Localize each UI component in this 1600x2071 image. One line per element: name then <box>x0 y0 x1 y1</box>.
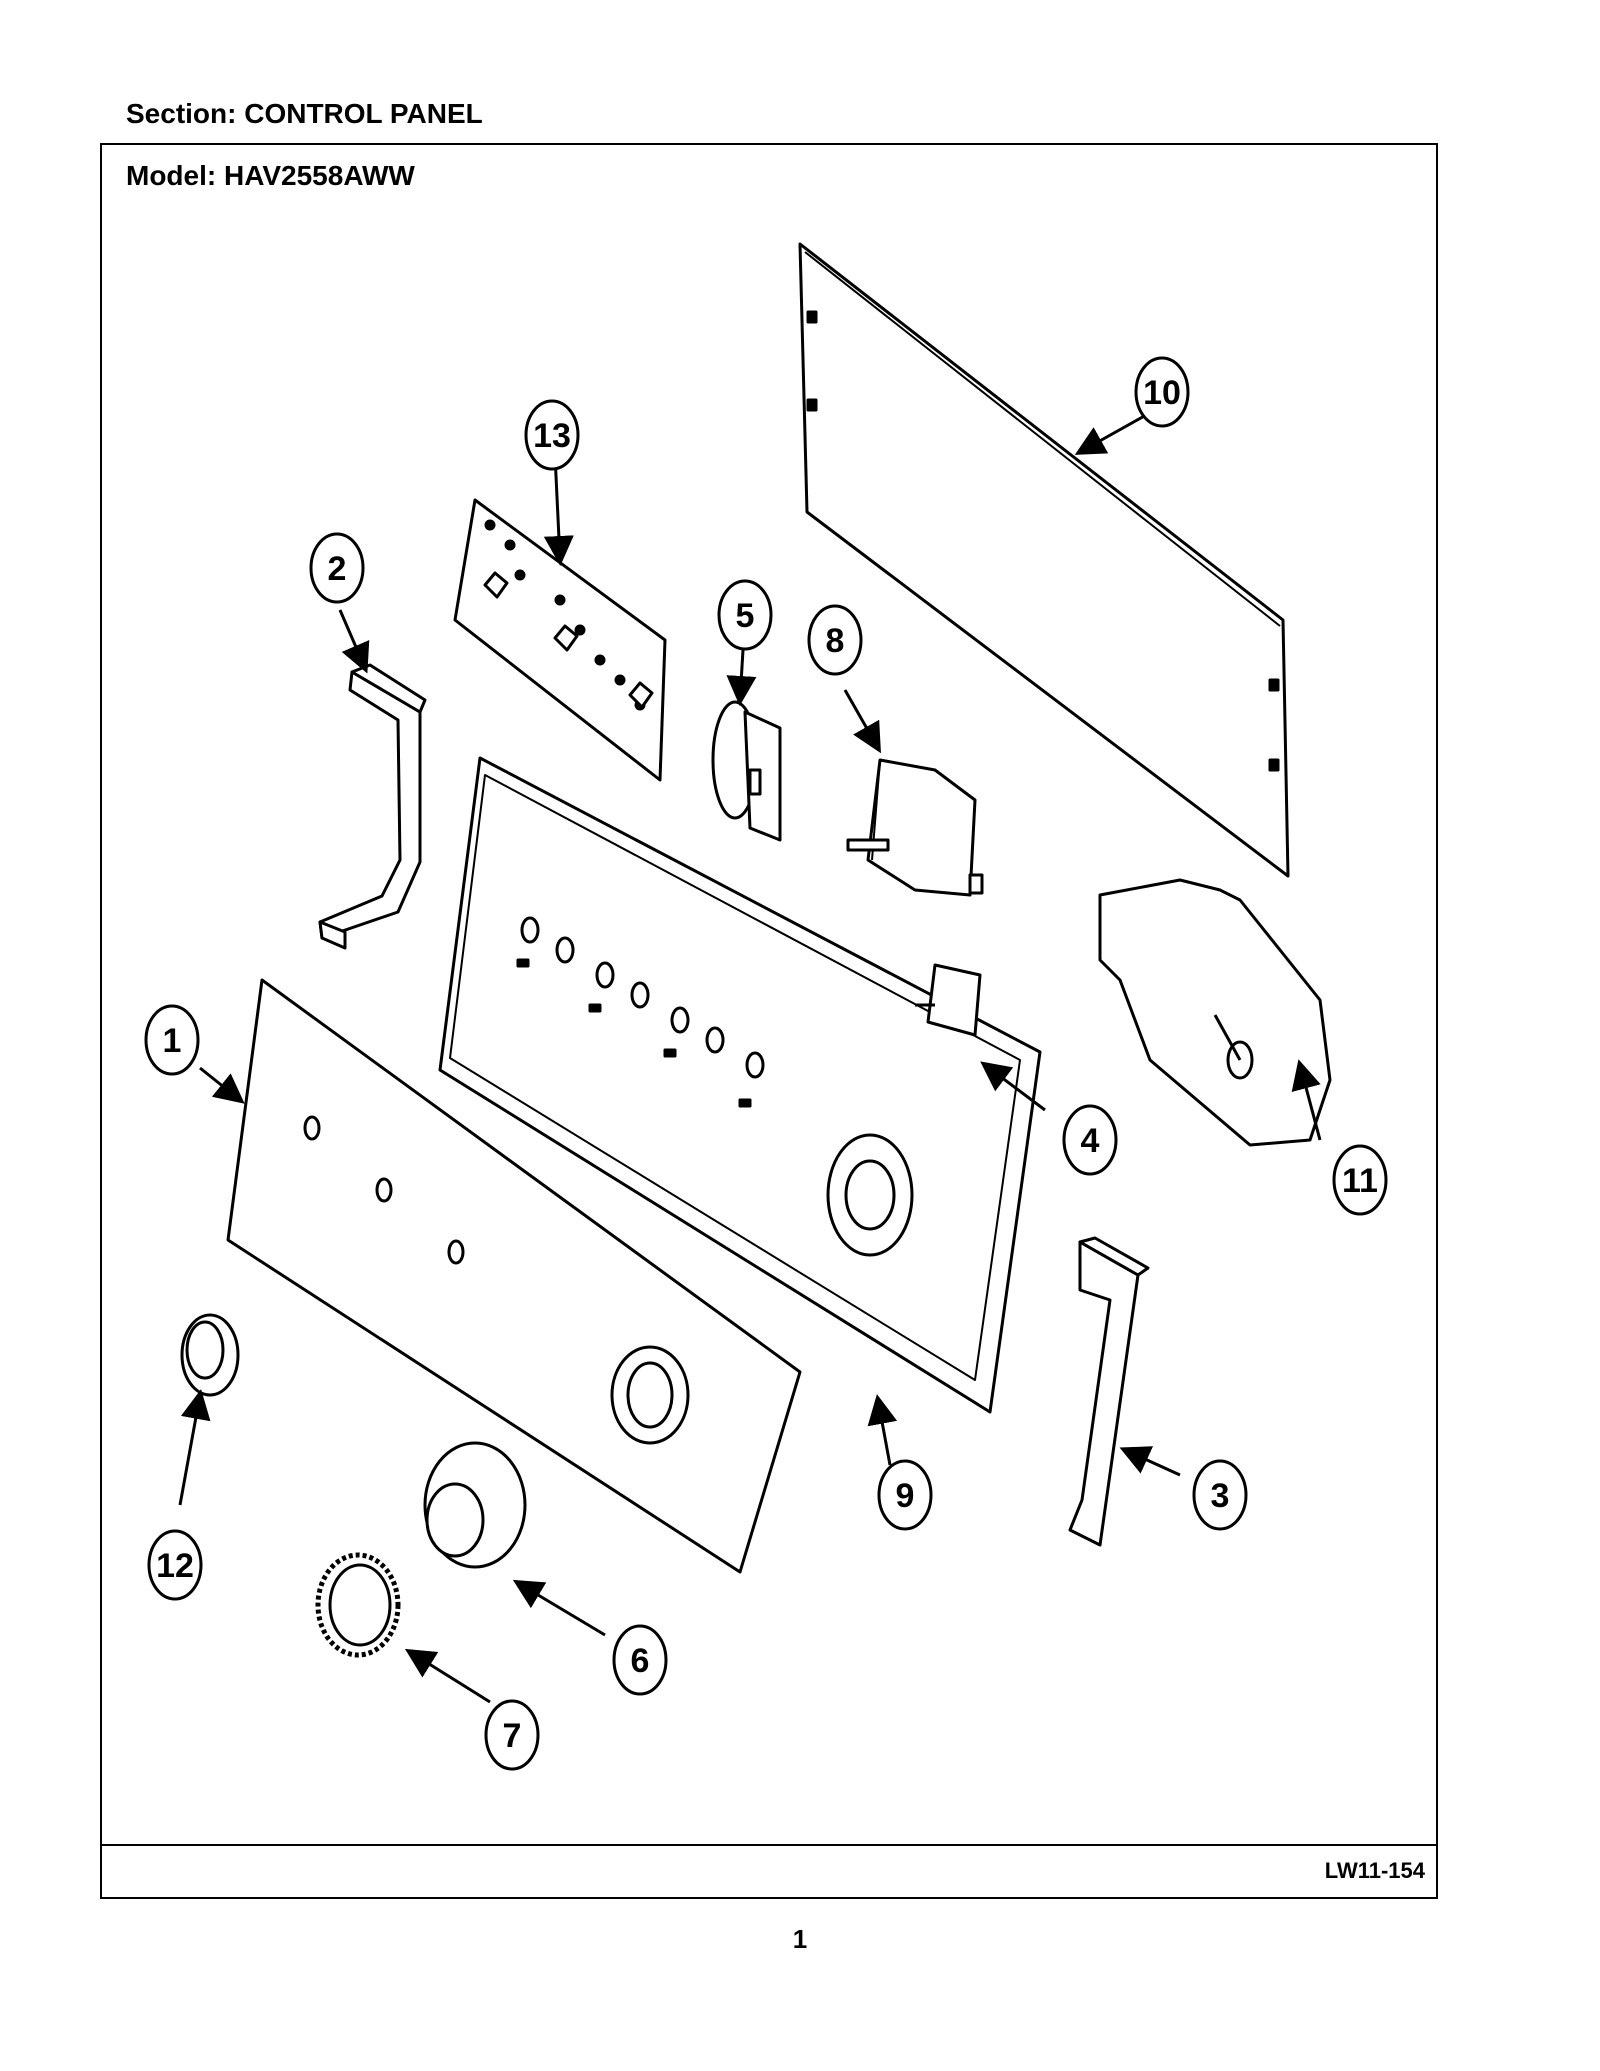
callout-9: 9 <box>877 1459 933 1531</box>
document-code: LW11-154 <box>1324 1858 1425 1883</box>
model-title: Model: HAV2558AWW <box>126 160 415 191</box>
part-timer <box>1098 878 1332 1147</box>
part-circuit-board <box>453 498 667 782</box>
part-knob <box>315 1552 401 1658</box>
section-title: Section: CONTROL PANEL <box>126 98 483 129</box>
svg-text:7: 7 <box>503 1717 522 1755</box>
part-knob-skirt <box>423 1441 527 1569</box>
svg-text:13: 13 <box>533 417 571 455</box>
part-indicator-lens <box>180 1313 240 1397</box>
page-number: 1 <box>792 1924 808 1954</box>
callout-13: 13 <box>524 399 580 471</box>
callout-3: 3 <box>1192 1459 1248 1531</box>
callout-6: 6 <box>612 1624 668 1696</box>
callout-12: 12 <box>147 1529 203 1601</box>
svg-text:11: 11 <box>1342 1162 1378 1200</box>
callout-4: 4 <box>1062 1104 1118 1176</box>
svg-text:8: 8 <box>826 622 845 660</box>
callout-7: 7 <box>484 1699 540 1771</box>
part-small-switch <box>915 963 982 1037</box>
callout-2: 2 <box>309 532 365 604</box>
svg-text:2: 2 <box>328 550 347 588</box>
diagram-frame <box>100 143 1438 1899</box>
callout-1: 1 <box>144 1004 200 1076</box>
callout-5: 5 <box>717 579 773 651</box>
part-left-end-cap <box>318 663 427 950</box>
svg-text:10: 10 <box>1143 374 1181 412</box>
callout-10: 10 <box>1134 356 1190 428</box>
part-rotary-switch <box>711 700 782 842</box>
svg-text:4: 4 <box>1081 1122 1100 1160</box>
svg-text:3: 3 <box>1211 1477 1230 1515</box>
svg-text:5: 5 <box>736 597 755 635</box>
part-front-panel <box>226 978 802 1574</box>
footer-divider <box>100 1844 1438 1846</box>
part-back-panel <box>798 242 1290 878</box>
part-selector-switch <box>846 758 984 897</box>
part-right-end-cap <box>1068 1236 1150 1547</box>
svg-text:9: 9 <box>896 1477 915 1515</box>
callout-8: 8 <box>807 604 863 676</box>
svg-text:12: 12 <box>156 1547 194 1585</box>
part-console-panel <box>438 756 1042 1414</box>
svg-text:1: 1 <box>163 1022 182 1060</box>
callout-11: 11 <box>1332 1144 1388 1216</box>
svg-text:6: 6 <box>631 1642 650 1680</box>
